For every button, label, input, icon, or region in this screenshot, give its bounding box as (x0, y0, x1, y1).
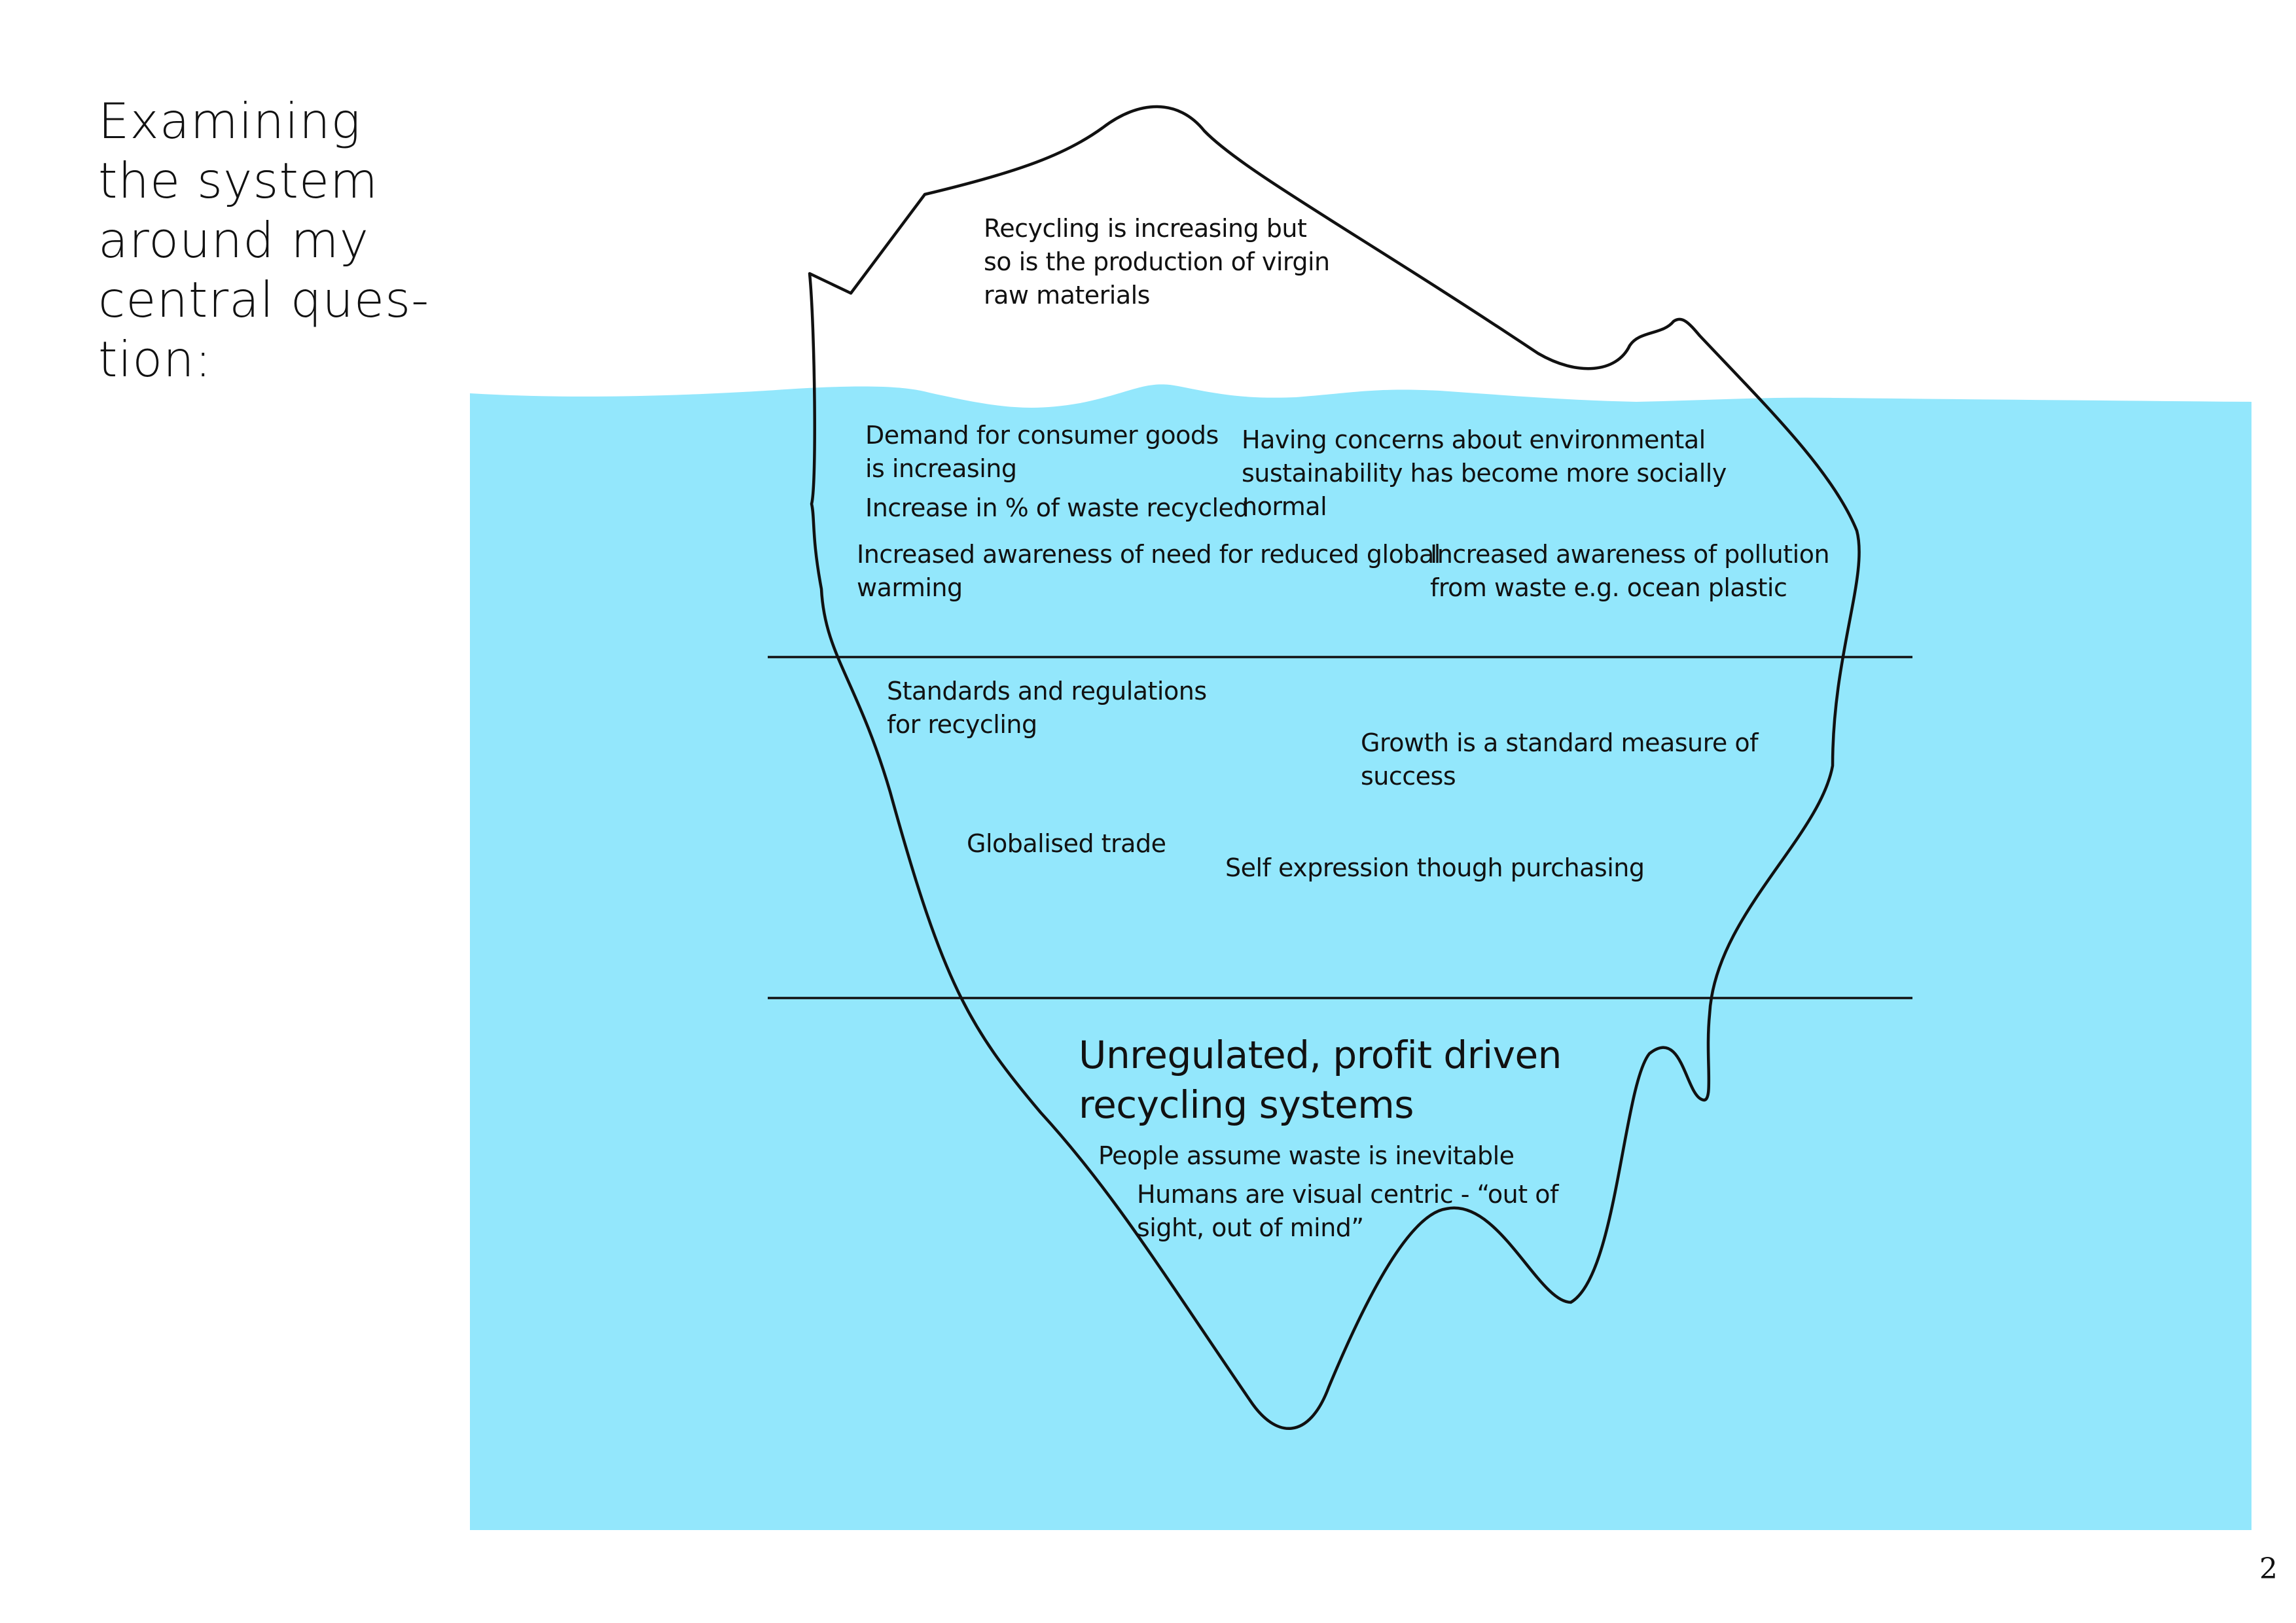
title-line: around my (98, 211, 369, 269)
title-line: the system (98, 152, 379, 209)
title-line: central ques- (98, 271, 430, 329)
self-expression-label: Self expression though purchasing (1225, 853, 1645, 882)
water-area (470, 384, 2251, 1530)
increase-recycled-label: Increase in % of waste recycled (865, 493, 1249, 522)
page-number: 2 (2259, 1552, 2278, 1586)
visual-centric-label: Humans are visual centric - “out of sigh… (1137, 1180, 1558, 1242)
concerns-label: Having concerns about environmental sust… (1242, 425, 1727, 521)
globalised-trade-label: Globalised trade (967, 829, 1166, 858)
page-title: Examining the system around my central q… (98, 92, 429, 389)
global-warming-label: Increased awareness of need for reduced … (857, 540, 1441, 602)
iceberg-outline (808, 105, 1861, 1431)
pollution-label: Increased awareness of pollution from wa… (1430, 540, 1830, 602)
growth-label: Growth is a standard measure of success (1361, 728, 1759, 791)
standards-label: Standards and regulations for recycling (887, 677, 1207, 739)
demand-label: Demand for consumer goods is increasing (865, 421, 1219, 483)
assume-waste-label: People assume waste is inevitable (1098, 1141, 1515, 1170)
unregulated-label: Unregulated, profit driven recycling sys… (1079, 1033, 1562, 1127)
title-line: Examining (98, 92, 361, 150)
recycling-virgin-label: Recycling is increasing but so is the pr… (984, 214, 1330, 310)
title-line: tion: (98, 330, 212, 388)
